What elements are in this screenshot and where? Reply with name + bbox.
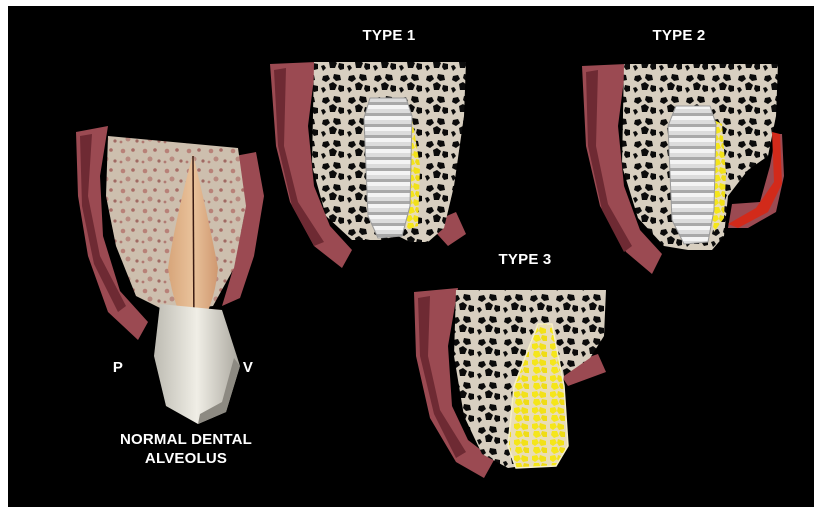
normal-alveolus-figure — [76, 126, 264, 424]
type3-label: TYPE 3 — [490, 250, 560, 269]
normal-alveolus-label-line1: NORMAL DENTAL — [106, 430, 266, 449]
type3-figure — [414, 288, 606, 478]
type2-label: TYPE 2 — [644, 26, 714, 45]
normal-alveolus-label-line2: ALVEOLUS — [106, 449, 266, 468]
type1-implant — [364, 98, 412, 238]
normal-alveolus-label: NORMAL DENTAL ALVEOLUS — [106, 430, 266, 468]
type2-implant — [668, 106, 716, 244]
vestibular-label: V — [238, 358, 258, 377]
slide-canvas: TYPE 1 TYPE 2 TYPE 3 P V NORMAL DENTAL A… — [8, 6, 814, 507]
type2-figure — [582, 64, 784, 274]
palatal-label: P — [108, 358, 128, 377]
type1-label: TYPE 1 — [354, 26, 424, 45]
type1-figure — [270, 62, 466, 268]
